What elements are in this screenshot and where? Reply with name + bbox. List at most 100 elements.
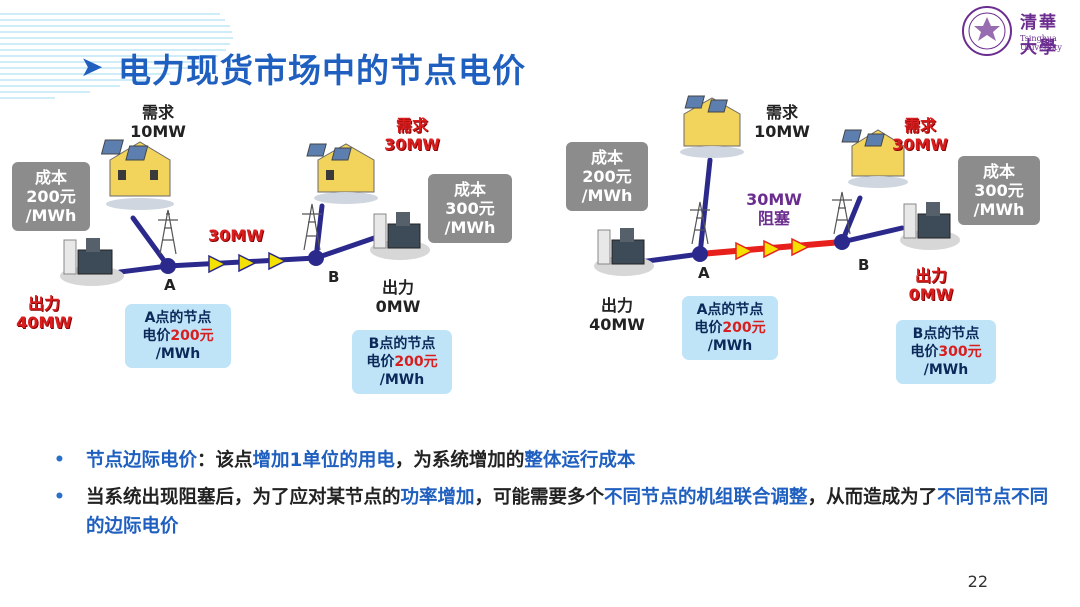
node-a-dot [692, 246, 708, 262]
tower-icon [302, 203, 322, 251]
price-label: A点的节点 [144, 310, 212, 326]
demand-value: 10MW [130, 122, 186, 141]
bullet-item-2: • 当系统出现阻塞后，为了应对某节点的功率增加，可能需要多个不同节点的机组联合调… [54, 483, 1054, 541]
title-arrow-icon: ➤ [80, 50, 104, 83]
left-node-b-label: B [328, 268, 340, 286]
university-logo: 清華大學 Tsinghua University [960, 4, 1072, 58]
power-plant-icon [60, 238, 124, 286]
bullet-text: 不同节点的机组联合调整 [604, 487, 808, 508]
cost-unit: /MWh [25, 206, 77, 225]
line-demand-a [130, 215, 171, 269]
price-prefix: 电价 [910, 344, 939, 360]
price-line: 电价200元 [125, 327, 231, 345]
output-label: 出力 [381, 278, 414, 297]
output-label: 出力 [914, 266, 947, 285]
left-output-b-label: 出力 0MW [368, 278, 428, 316]
cost-label: 成本 [982, 162, 1015, 181]
right-network-diagram [594, 95, 960, 276]
cost-label: 成本 [34, 168, 67, 187]
logo-subtext: Tsinghua University [1020, 34, 1062, 52]
slide-title: 电力现货市场中的节点电价 [118, 51, 526, 90]
right-price-b-box: B点的节点 电价300元 /MWh [896, 320, 996, 384]
price-unit: /MWh [379, 372, 425, 388]
right-price-a-box: A点的节点 电价200元 /MWh [682, 296, 778, 360]
cost-value: 300元 [445, 199, 495, 218]
output-value: 40MW [16, 313, 72, 332]
demand-value: 30MW [384, 135, 440, 154]
output-value: 40MW [589, 315, 645, 334]
cost-label: 成本 [453, 180, 486, 199]
price-prefix: 电价 [366, 354, 395, 370]
tower-icon [832, 191, 852, 235]
output-label: 出力 [27, 294, 60, 313]
line-b-generator [839, 225, 905, 245]
right-output-b-label: 出力 0MW [900, 266, 962, 304]
bullet-text: 整体运行成本 [524, 450, 636, 471]
bullet-item-1: • 节点边际电价：该点增加1单位的用电，为系统增加的整体运行成本 [54, 446, 1054, 475]
price-unit: /MWh [923, 362, 969, 378]
right-cost-a-box: 成本 200元 /MWh [566, 142, 648, 211]
price-label: A点的节点 [696, 302, 764, 318]
cost-unit: /MWh [444, 218, 496, 237]
price-unit: /MWh [155, 346, 201, 362]
price-prefix: 电价 [694, 320, 723, 336]
price-unit: /MWh [707, 338, 753, 354]
bullet-text: 当系统出现阻塞后，为了应对某节点的 [86, 487, 401, 508]
output-value: 0MW [375, 297, 421, 316]
cost-unit: /MWh [581, 186, 633, 205]
cost-unit: /MWh [973, 200, 1025, 219]
price-line: 电价300元 [896, 343, 996, 361]
cost-value: 200元 [582, 167, 632, 186]
house-icon [306, 143, 378, 204]
bullet-text: 节点边际电价 [86, 450, 198, 471]
left-network-diagram [60, 139, 430, 286]
tower-icon [690, 201, 710, 245]
page-number: 22 [967, 572, 988, 591]
cost-label: 成本 [590, 148, 623, 167]
tower-icon [158, 209, 178, 255]
line-generator-a [117, 263, 171, 275]
bullet-text: ，可能需要多个 [474, 487, 605, 508]
bullet-text: ，为系统增加的 [394, 450, 525, 471]
right-cost-b-box: 成本 300元 /MWh [958, 156, 1040, 225]
power-plant-icon [900, 202, 960, 250]
right-demand-a-label: 需求 10MW [752, 103, 812, 141]
right-output-a-label: 出力 40MW [586, 296, 648, 334]
left-output-a-label: 出力 40MW [14, 294, 74, 332]
output-value: 0MW [908, 285, 954, 304]
left-price-b-box: B点的节点 电价200元 /MWh [352, 330, 452, 394]
line-demand-a [697, 157, 713, 257]
power-plant-icon [594, 228, 654, 276]
bullet-text: 不同节点不同的边际电价 [86, 487, 1049, 537]
congestion-label: 阻塞 [757, 209, 790, 228]
price-value: 200元 [722, 320, 766, 336]
bullet-list: • 节点边际电价：该点增加1单位的用电，为系统增加的整体运行成本 • 当系统出现… [54, 446, 1054, 549]
power-plant-icon [370, 212, 430, 260]
bullet-dot-icon: • [54, 450, 65, 470]
seal-icon [962, 6, 1012, 56]
demand-value: 10MW [754, 122, 810, 141]
flow-value: 30MW [746, 190, 802, 209]
price-prefix: 电价 [142, 328, 171, 344]
right-node-a-label: A [698, 264, 710, 282]
demand-label: 需求 [903, 116, 936, 135]
house-icon [841, 129, 908, 188]
demand-label: 需求 [395, 116, 428, 135]
left-demand-a-label: 需求 10MW [128, 103, 188, 141]
left-cost-b-box: 成本 300元 /MWh [428, 174, 512, 243]
price-label: B点的节点 [912, 326, 980, 342]
house-icon [680, 95, 744, 158]
left-demand-b-label: 需求 30MW [380, 116, 444, 154]
node-a-dot [160, 258, 176, 274]
right-node-b-label: B [858, 256, 870, 274]
demand-value: 30MW [892, 135, 948, 154]
bullet-text: ，从而造成为了 [807, 487, 938, 508]
output-label: 出力 [600, 296, 633, 315]
left-node-a-label: A [164, 276, 176, 294]
bullet-text: 增加1单位的用电 [252, 450, 395, 471]
left-cost-a-box: 成本 200元 /MWh [12, 162, 90, 231]
price-value: 200元 [394, 354, 438, 370]
price-value: 300元 [938, 344, 982, 360]
bullet-dot-icon: • [54, 487, 65, 507]
price-value: 200元 [170, 328, 214, 344]
